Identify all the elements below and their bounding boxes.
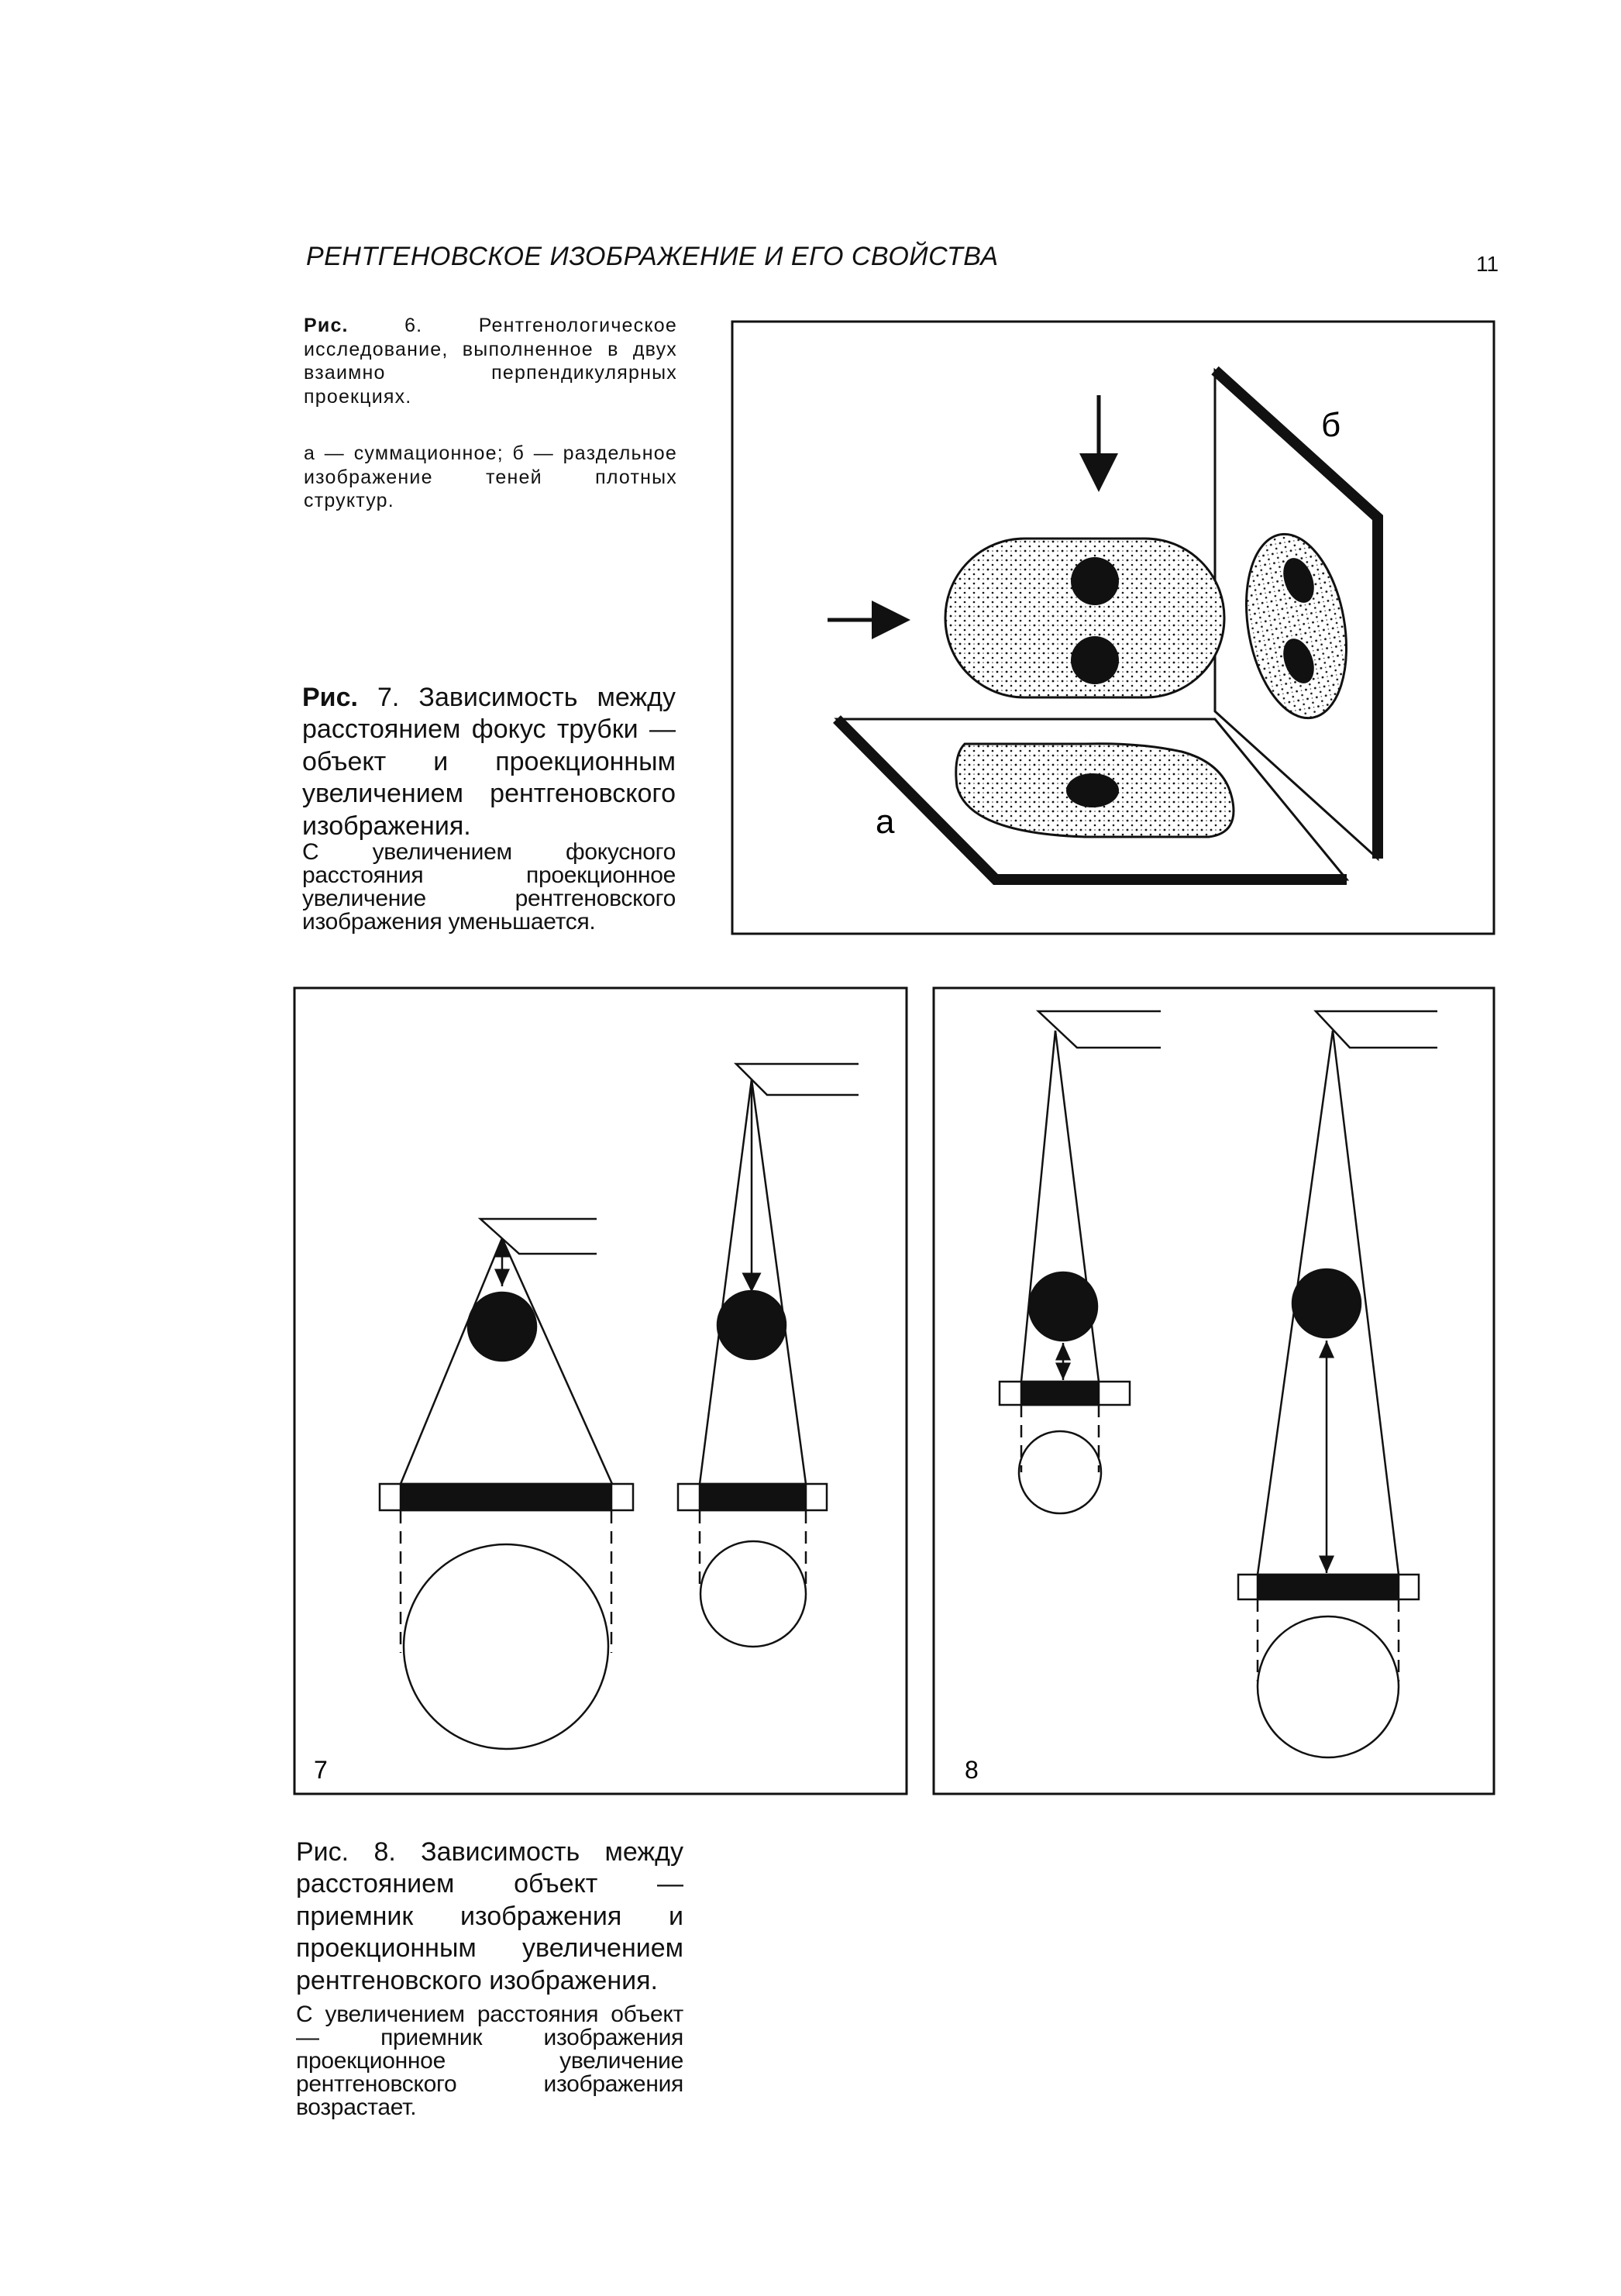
fig6-caption-text: 6. Рентгенологическое исследование, выпо… xyxy=(304,315,677,408)
fig6-frame xyxy=(731,320,1495,935)
fig6-legend: а — суммационное; б — раздельное изображ… xyxy=(304,442,677,511)
fig8-diagram: 8 xyxy=(932,986,1495,1795)
fig6-caption: Рис. 6. Рентгенологическое исследование,… xyxy=(304,314,677,408)
fig6-label-a: а xyxy=(876,803,895,841)
fig8-panel-number: 8 xyxy=(965,1756,979,1784)
fig7-setup-short xyxy=(378,1217,635,1750)
fig8-caption: Рис. 8. Зависимость между расстоянием об… xyxy=(296,1837,683,1995)
page-number: 11 xyxy=(1476,252,1499,276)
fig7-setup-long xyxy=(676,1062,859,1648)
fig7-panel-number: 7 xyxy=(314,1756,328,1784)
fig6-label-b: б xyxy=(1321,406,1341,444)
fig7-caption-text: 7. Зависимость между расстоянием фокус т… xyxy=(302,683,676,841)
running-title: РЕНТГЕНОВСКОЕ ИЗОБРАЖЕНИЕ И ЕГО СВОЙСТВА xyxy=(306,242,999,271)
fig8-note: С увеличением расстояния объект — приемн… xyxy=(296,2002,683,2120)
fig7-note: С увеличением фокусного расстояния проек… xyxy=(302,839,676,935)
fig8-frame xyxy=(932,986,1495,1795)
fig7-diagram: 7 xyxy=(293,986,908,1795)
fig6-vertical-plate xyxy=(1211,366,1383,862)
fig7-frame xyxy=(293,986,908,1795)
fig7-caption-lead: Рис. xyxy=(302,683,358,712)
fig6-diagram: а б xyxy=(731,320,1495,935)
fig8-setup-short xyxy=(998,1010,1161,1515)
fig6-object xyxy=(944,537,1226,699)
fig8-setup-long xyxy=(1237,1010,1437,1759)
fig6-caption-lead: Рис. xyxy=(304,315,349,336)
fig6-horizontal-plate xyxy=(833,715,1350,885)
fig7-caption: Рис. 7. Зависимость между расстоянием фо… xyxy=(302,682,676,842)
